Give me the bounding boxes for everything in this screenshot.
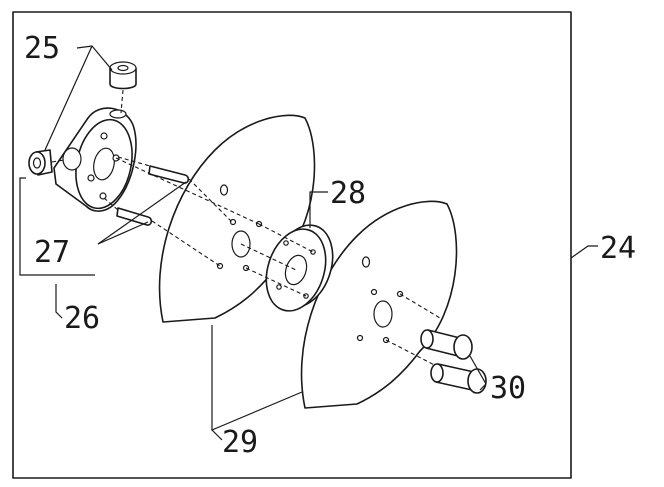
callout-25: 25 xyxy=(24,31,60,66)
spacer-washer xyxy=(265,224,334,312)
assembly-frame xyxy=(12,11,572,479)
hub-collar xyxy=(53,107,137,212)
set-screw-top xyxy=(109,61,137,114)
callout-27: 27 xyxy=(34,235,70,270)
shoulder-screw-upper xyxy=(420,329,473,360)
callout-24: 24 xyxy=(600,231,636,266)
callout-29: 29 xyxy=(222,425,258,460)
callout-30: 30 xyxy=(490,371,526,406)
dowel-pin-lower xyxy=(103,197,221,267)
cam-plate-right xyxy=(300,200,458,409)
callout-26: 26 xyxy=(64,301,100,336)
leader-lines xyxy=(19,45,598,441)
callout-28: 28 xyxy=(330,176,366,211)
set-screw-side xyxy=(28,149,65,176)
shoulder-screw-lower xyxy=(430,363,487,394)
dowel-pin-upper xyxy=(117,156,233,223)
